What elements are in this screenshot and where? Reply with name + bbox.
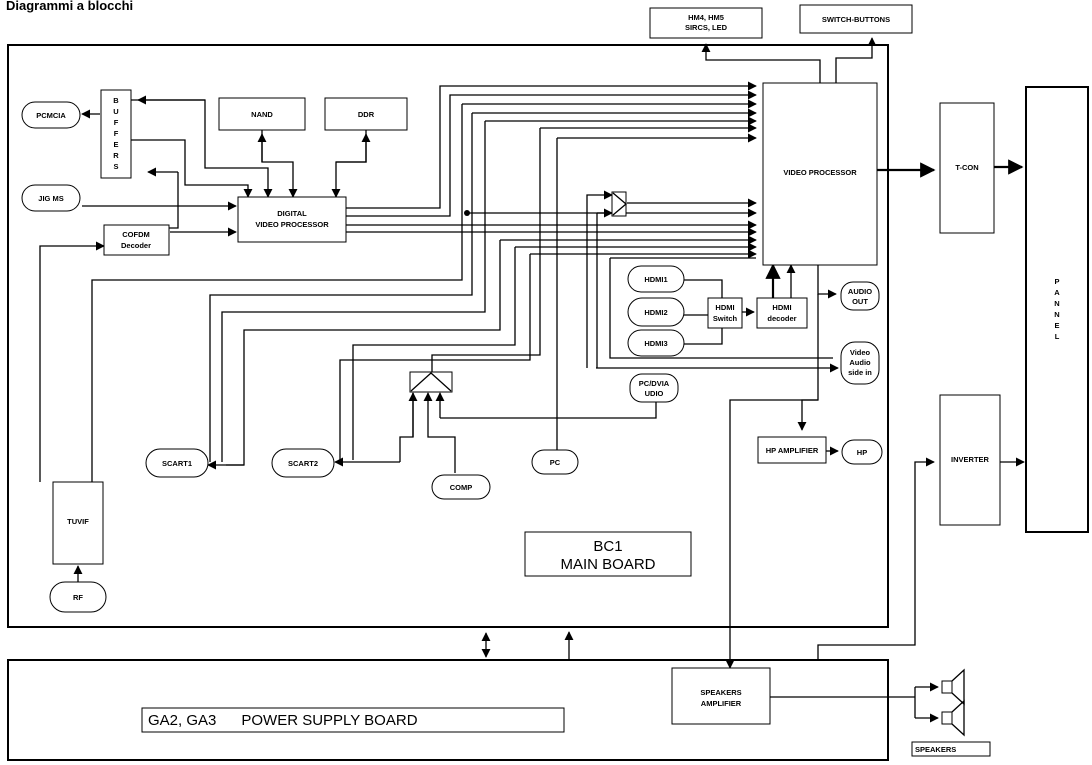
hdmi3-block: HDMI3	[627, 329, 685, 357]
inverter-block: INVERTER	[939, 394, 1001, 526]
scart2-block: SCART2	[271, 448, 335, 478]
svg-text:T-CON: T-CON	[955, 163, 978, 172]
small-mux-triangle	[611, 191, 628, 217]
panel-block: P A N N E L	[1025, 86, 1089, 533]
main-board-frame	[7, 44, 889, 628]
power-board-frame	[7, 659, 889, 761]
comp-block: COMP	[431, 474, 491, 500]
svg-text:NAND: NAND	[251, 110, 273, 119]
diagram-title: Diagrammi a blocchi	[6, 0, 133, 13]
svg-text:MAIN BOARD: MAIN BOARD	[560, 556, 655, 573]
svg-text:L: L	[1055, 332, 1060, 341]
speakers-label: SPEAKERS	[911, 741, 991, 757]
video-processor-block: VIDEO PROCESSOR	[762, 82, 878, 266]
svg-text:HDMI2: HDMI2	[644, 308, 667, 317]
svg-text:RF: RF	[73, 593, 83, 602]
svg-text:VIDEO PROCESSOR: VIDEO PROCESSOR	[783, 168, 857, 177]
svg-text:E: E	[1054, 321, 1059, 330]
comp-scart-mux	[409, 371, 453, 393]
digital-video-processor-block: DIGITAL VIDEO PROCESSOR	[237, 196, 347, 243]
svg-text:Video: Video	[850, 348, 871, 357]
svg-text:F: F	[114, 129, 119, 138]
ddr-block: DDR	[324, 97, 408, 131]
pc-block: PC	[531, 449, 579, 475]
svg-text:INVERTER: INVERTER	[951, 455, 990, 464]
svg-text:DIGITAL: DIGITAL	[277, 209, 307, 218]
svg-text:HDMI1: HDMI1	[644, 275, 667, 284]
switch-buttons-block: SWITCH-BUTTONS	[799, 4, 913, 34]
svg-text:AUDIO: AUDIO	[848, 287, 872, 296]
svg-text:COMP: COMP	[450, 483, 473, 492]
svg-text:SWITCH-BUTTONS: SWITCH-BUTTONS	[822, 15, 890, 24]
svg-text:E: E	[113, 140, 118, 149]
svg-text:AMPLIFIER: AMPLIFIER	[701, 699, 742, 708]
rf-block: RF	[49, 581, 107, 613]
svg-text:SPEAKERS: SPEAKERS	[700, 688, 741, 697]
svg-text:Switch: Switch	[713, 314, 738, 323]
pcmcia-block: PCMCIA	[21, 101, 81, 129]
hm-sircs-led-block: HM4, HM5 SIRCS, LED	[649, 7, 763, 39]
svg-text:BC1: BC1	[593, 538, 622, 555]
svg-text:U: U	[113, 107, 118, 116]
video-audio-side-in-block: Video Audio side in	[840, 341, 880, 385]
nand-block: NAND	[218, 97, 306, 131]
svg-text:B: B	[113, 96, 119, 105]
speakers-amplifier-block: SPEAKERS AMPLIFIER	[671, 667, 771, 725]
svg-text:S: S	[113, 162, 118, 171]
svg-text:side in: side in	[848, 368, 872, 377]
svg-text:PC/DVIA: PC/DVIA	[639, 379, 670, 388]
svg-text:HM4, HM5: HM4, HM5	[688, 13, 724, 22]
svg-text:UDIO: UDIO	[645, 389, 664, 398]
speaker-icon	[941, 668, 965, 737]
svg-text:SIRCS, LED: SIRCS, LED	[685, 23, 728, 32]
svg-text:DDR: DDR	[358, 110, 375, 119]
svg-text:PCMCIA: PCMCIA	[36, 111, 66, 120]
pc-dvi-audio-block: PC/DVIA UDIO	[629, 373, 679, 403]
hdmi-switch-block: HDMI Switch	[707, 297, 743, 329]
hp-block: HP	[841, 439, 883, 465]
svg-text:TUVIF: TUVIF	[67, 517, 89, 526]
scart1-block: SCART1	[145, 448, 209, 478]
svg-text:Decoder: Decoder	[121, 241, 151, 250]
svg-text:OUT: OUT	[852, 297, 868, 306]
svg-text:SCART1: SCART1	[162, 459, 192, 468]
svg-text:HP AMPLIFIER: HP AMPLIFIER	[766, 446, 819, 455]
svg-text:HDMI: HDMI	[715, 303, 734, 312]
power-board-label: GA2, GA3 POWER SUPPLY BOARD	[141, 707, 565, 733]
main-board-label: BC1 MAIN BOARD	[524, 531, 692, 577]
svg-text:GA2, GA3 POWER SUPPLY BOA: GA2, GA3 POWER SUPPLY BOARD	[148, 712, 418, 729]
svg-text:N: N	[1054, 310, 1059, 319]
svg-text:SPEAKERS: SPEAKERS	[915, 745, 956, 754]
svg-text:P: P	[1054, 277, 1059, 286]
buffers-block: B U F F E R S	[100, 89, 132, 179]
svg-text:HDMI: HDMI	[772, 303, 791, 312]
hdmi1-block: HDMI1	[627, 265, 685, 293]
svg-text:COFDM: COFDM	[122, 230, 150, 239]
hdmi-decoder-block: HDMI decoder	[756, 297, 808, 329]
svg-text:decoder: decoder	[767, 314, 796, 323]
hp-amplifier-block: HP AMPLIFIER	[757, 436, 827, 464]
hdmi2-block: HDMI2	[627, 297, 685, 327]
svg-text:N: N	[1054, 299, 1059, 308]
audio-out-block: AUDIO OUT	[840, 281, 880, 311]
cofdm-decoder-block: COFDM Decoder	[103, 224, 170, 256]
svg-text:A: A	[1054, 288, 1060, 297]
svg-text:R: R	[113, 151, 119, 160]
svg-text:HP: HP	[857, 448, 867, 457]
svg-text:F: F	[114, 118, 119, 127]
svg-text:SCART2: SCART2	[288, 459, 318, 468]
t-con-block: T-CON	[939, 102, 995, 234]
svg-text:HDMI3: HDMI3	[644, 339, 667, 348]
connections	[39, 37, 1025, 723]
svg-text:Audio: Audio	[849, 358, 871, 367]
tuvif-block: TUVIF	[52, 481, 104, 565]
jig-ms-block: JIG MS	[21, 184, 81, 212]
svg-text:PC: PC	[550, 458, 561, 467]
svg-text:VIDEO PROCESSOR: VIDEO PROCESSOR	[255, 220, 329, 229]
svg-text:JIG MS: JIG MS	[38, 194, 63, 203]
